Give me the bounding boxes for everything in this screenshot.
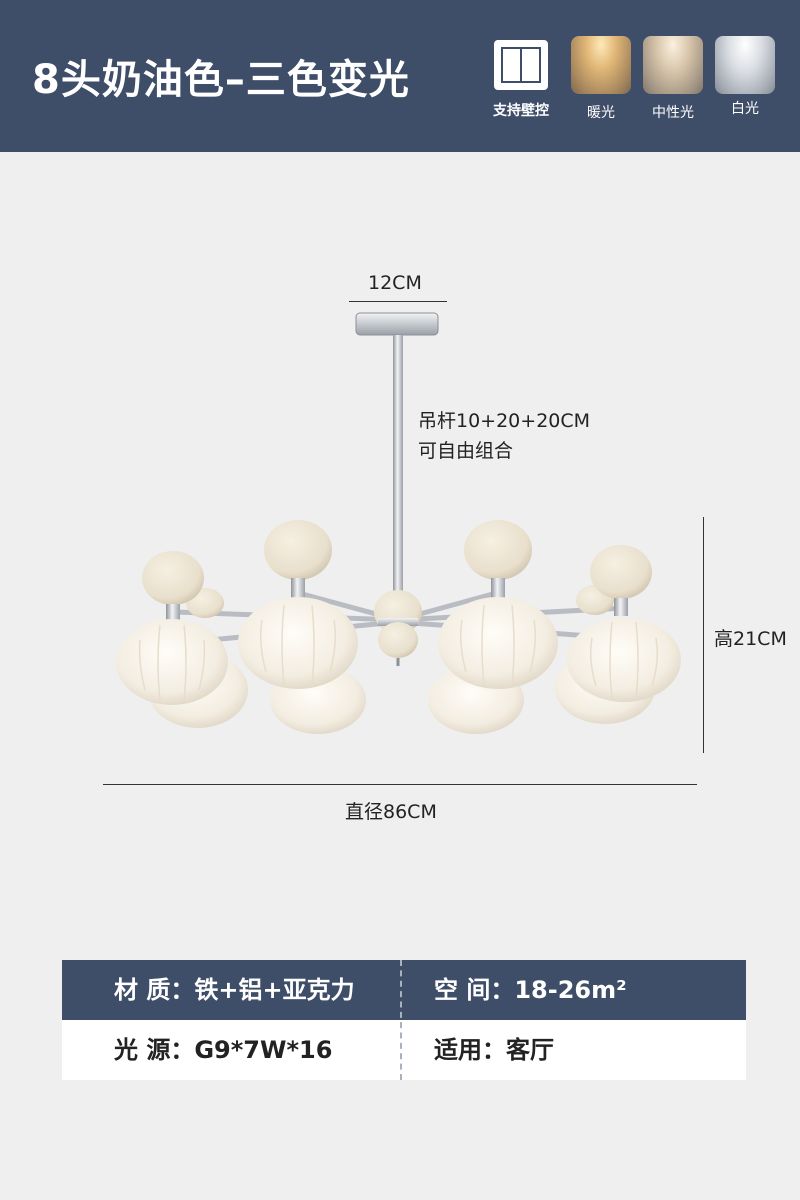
spec-material: 材 质：铁+铝+亚克力 [114,976,355,1004]
chandelier-illustration [116,312,681,734]
feature-label: 白光 [731,101,759,117]
shade-front-center-left [238,520,358,689]
wall-switch-icon [494,40,548,90]
spec-space: 空 间：18-26m² [434,976,627,1004]
diameter-dimension-line [103,784,697,785]
canopy-width-label: 12CM [368,272,422,294]
warm-light-swatch [571,36,631,94]
neutral-light-swatch [643,36,703,94]
shade-front-left [116,551,228,705]
canopy-dimension-line [349,301,447,302]
rod-combination-note: 可自由组合 [418,440,514,462]
spec-table: 材 质：铁+铝+亚克力 空 间：18-26m² 光 源：G9*7W*16 适用：… [62,960,746,1080]
shade-front-right [567,545,681,702]
feature-neutral-light: 中性光 [640,36,706,122]
feature-warm-light: 暖光 [568,36,634,122]
rod-length-label: 吊杆10+20+20CM [418,410,591,432]
feature-label: 支持壁控 [493,103,549,119]
spec-row: 材 质：铁+铝+亚克力 空 间：18-26m² [62,960,746,1020]
hanging-rod [393,335,403,603]
spec-divider [400,960,402,1080]
diameter-label: 直径86CM [345,801,437,823]
shade-front-center-right [438,520,558,689]
feature-wall-switch: 支持壁控 [488,36,554,120]
feature-label: 暖光 [587,105,615,121]
central-hub [374,590,422,666]
spec-row: 光 源：G9*7W*16 适用：客厅 [62,1020,746,1080]
spec-usage: 适用：客厅 [434,1036,554,1064]
feature-white-light: 白光 [712,36,778,118]
white-light-swatch [715,36,775,94]
header-banner: 8头奶油色–三色变光 支持壁控 暖光 中性光 白光 [0,0,800,152]
feature-label: 中性光 [652,105,694,121]
height-dimension-line [703,517,704,753]
spec-light-source: 光 源：G9*7W*16 [114,1036,333,1064]
product-title: 8头奶油色–三色变光 [32,57,410,103]
height-label: 高21CM [714,628,787,650]
ceiling-canopy [355,312,439,336]
